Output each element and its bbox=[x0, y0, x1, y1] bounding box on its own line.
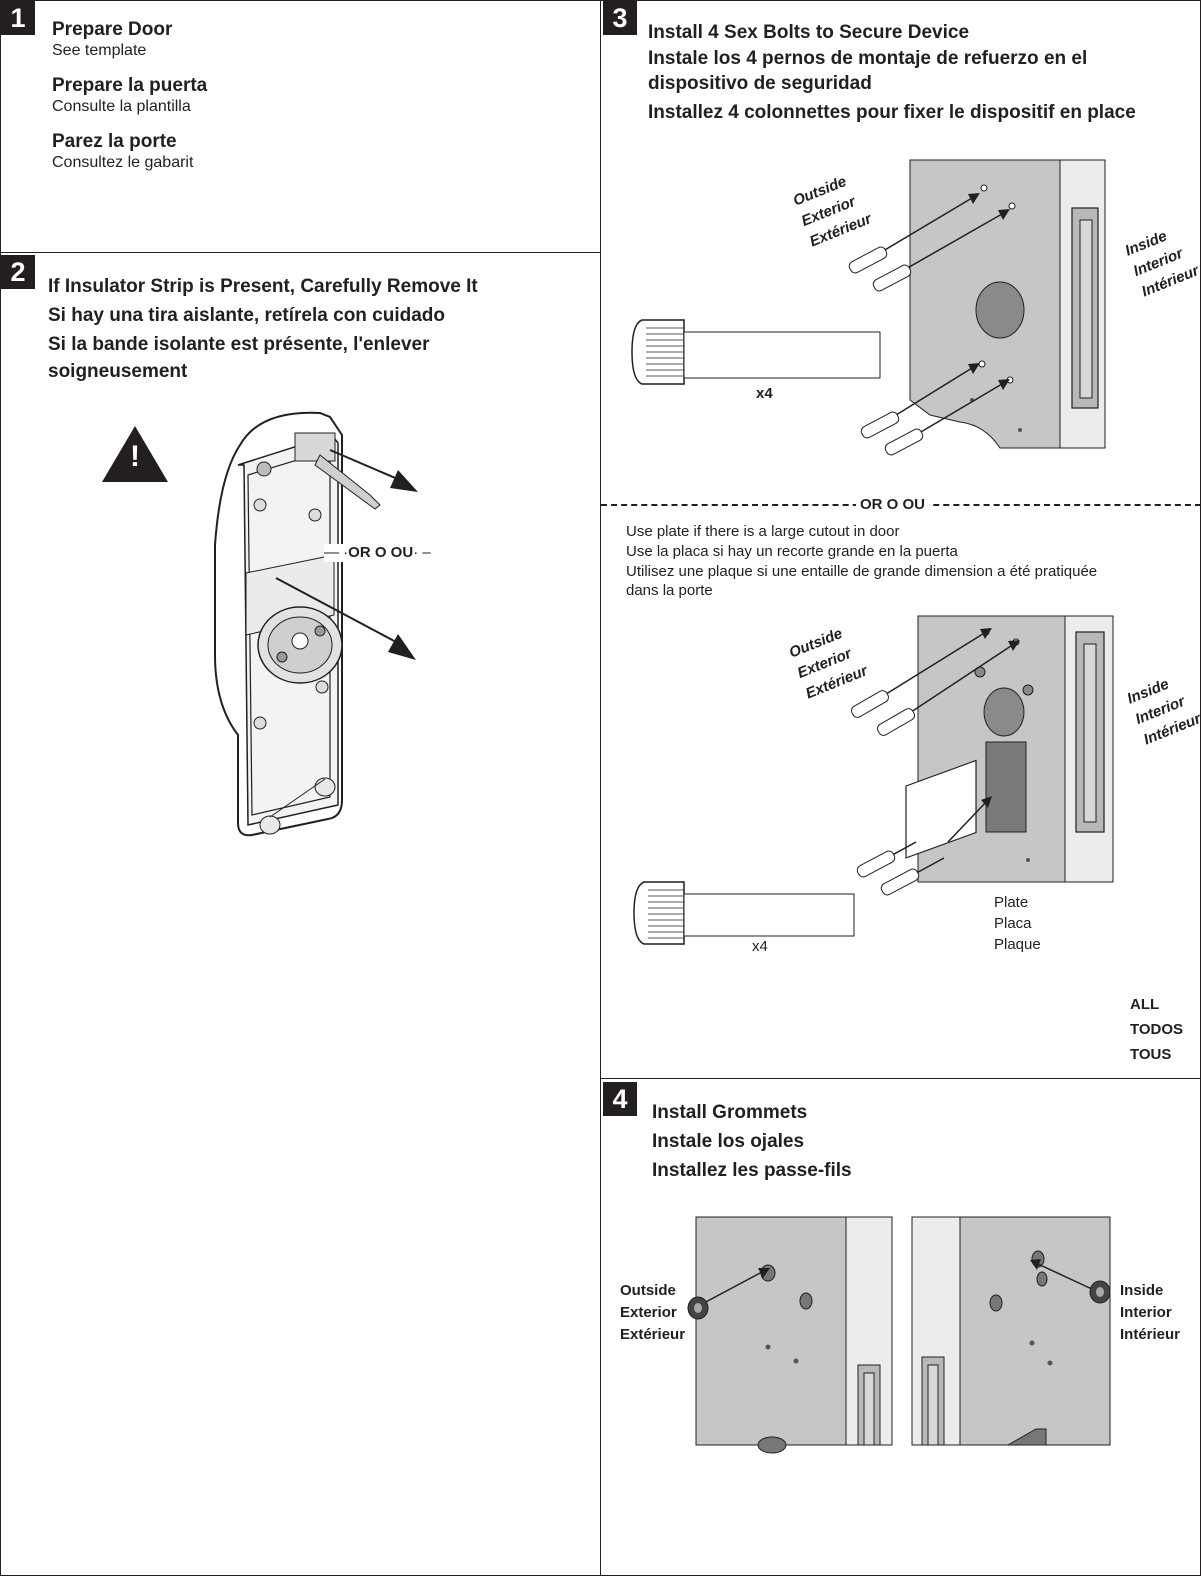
step-2-text: If Insulator Strip is Present, Carefully… bbox=[48, 272, 478, 384]
step-1-title-es: Prepare la puerta bbox=[52, 75, 208, 96]
step-4-title-en: Install Grommets bbox=[652, 1102, 808, 1123]
plate-en: Plate bbox=[994, 894, 1029, 911]
step-3-title-fr: Installez 4 colonnettes pour fixer le di… bbox=[648, 102, 1136, 123]
all-fr: TOUS bbox=[1130, 1046, 1172, 1063]
step-2-title-fr: Si la bande isolante est présente, l'enl… bbox=[48, 334, 430, 355]
sex-bolt-bottom bbox=[633, 881, 855, 945]
outside-es: Exterior bbox=[620, 1304, 677, 1321]
plate-note-fr-cont: dans la porte bbox=[626, 582, 713, 599]
step-2-title-fr-cont: soigneusement bbox=[48, 361, 188, 382]
outside-fr: Extérieur bbox=[620, 1326, 686, 1343]
grommet-inside-label: Inside Interior Intérieur bbox=[1120, 1280, 1180, 1346]
plate-note-es: Use la placa si hay un recorte grande en… bbox=[626, 543, 958, 560]
step-3-title-es-cont: dispositivo de seguridad bbox=[648, 73, 872, 94]
or-dash-right: · – bbox=[413, 544, 431, 561]
door-edge-illustration-bottom bbox=[917, 615, 1114, 883]
quantity-label-top: x4 bbox=[756, 385, 773, 402]
step-1-text: Prepare Door See template Prepare la pue… bbox=[52, 18, 207, 172]
step-1-number: 1 bbox=[1, 1, 35, 35]
step1-divider bbox=[0, 252, 600, 253]
step-1-title-fr: Parez la porte bbox=[52, 131, 177, 152]
step-2-title-en: If Insulator Strip is Present, Carefully… bbox=[48, 276, 478, 297]
step-4-text: Install Grommets Instale los ojales Inst… bbox=[652, 1098, 852, 1185]
step-4-title-es: Instale los ojales bbox=[652, 1131, 805, 1152]
all-es: TODOS bbox=[1130, 1021, 1184, 1038]
all-label: ALL TODOS TOUS bbox=[1130, 992, 1183, 1067]
step-1-sub-es: Consulte la plantilla bbox=[52, 98, 191, 115]
sex-bolt-top bbox=[631, 319, 881, 385]
bolt-arrows-bottom bbox=[851, 628, 1020, 896]
column-divider bbox=[600, 0, 601, 1576]
or-divider-label: OR O OU bbox=[856, 496, 930, 513]
removal-arrows bbox=[275, 449, 418, 660]
grommet-door-illustration bbox=[695, 1216, 1111, 1454]
step-3-title-en: Install 4 Sex Bolts to Secure Device bbox=[648, 22, 970, 43]
step-2-or-text: OR O OU bbox=[348, 544, 414, 561]
step-1-title-en: Prepare Door bbox=[52, 19, 173, 40]
plate-label: Plate Placa Plaque bbox=[994, 892, 1041, 955]
step-1-sub-fr: Consultez le gabarit bbox=[52, 154, 194, 171]
outside-en: Outside bbox=[620, 1282, 676, 1299]
inside-en: Inside bbox=[1120, 1282, 1164, 1299]
inside-fr: Intérieur bbox=[1120, 1326, 1181, 1343]
door-edge-illustration-top bbox=[909, 159, 1106, 449]
step-2-or-label: — ·OR O OU· – bbox=[324, 544, 431, 562]
plate-note-en: Use plate if there is a large cutout in … bbox=[626, 523, 900, 540]
warning-icon bbox=[102, 426, 168, 482]
inside-es: Interior bbox=[1120, 1304, 1172, 1321]
lock-backplate-illustration bbox=[214, 411, 381, 837]
plate-notes: Use plate if there is a large cutout in … bbox=[626, 522, 1097, 599]
all-en: ALL bbox=[1130, 996, 1160, 1013]
quantity-label-bottom: x4 bbox=[752, 938, 768, 955]
grommet-arrows bbox=[687, 1259, 1111, 1320]
step-4-title-fr: Installez les passe-fils bbox=[652, 1160, 852, 1181]
step-3-title-es: Instale los 4 pernos de montaje de refue… bbox=[648, 48, 1088, 69]
warning-symbol: ! bbox=[130, 440, 140, 473]
step3-divider bbox=[600, 1078, 1201, 1079]
plate-es: Placa bbox=[994, 915, 1032, 932]
step-4-number: 4 bbox=[603, 1082, 637, 1116]
step-3-number: 3 bbox=[603, 1, 637, 35]
step-1-sub-en: See template bbox=[52, 42, 147, 59]
bolt-arrows-top bbox=[848, 193, 1010, 456]
or-dash-left: — · bbox=[324, 544, 349, 561]
plate-note-fr: Utilisez une plaque si une entaille de g… bbox=[626, 563, 1098, 580]
step-2-number: 2 bbox=[1, 255, 35, 289]
plate-fr: Plaque bbox=[994, 936, 1041, 953]
step-2-title-es: Si hay una tira aislante, retírela con c… bbox=[48, 305, 446, 326]
step-3-text: Install 4 Sex Bolts to Secure Device Ins… bbox=[648, 18, 1136, 127]
grommet-outside-label: Outside Exterior Extérieur bbox=[620, 1280, 685, 1346]
